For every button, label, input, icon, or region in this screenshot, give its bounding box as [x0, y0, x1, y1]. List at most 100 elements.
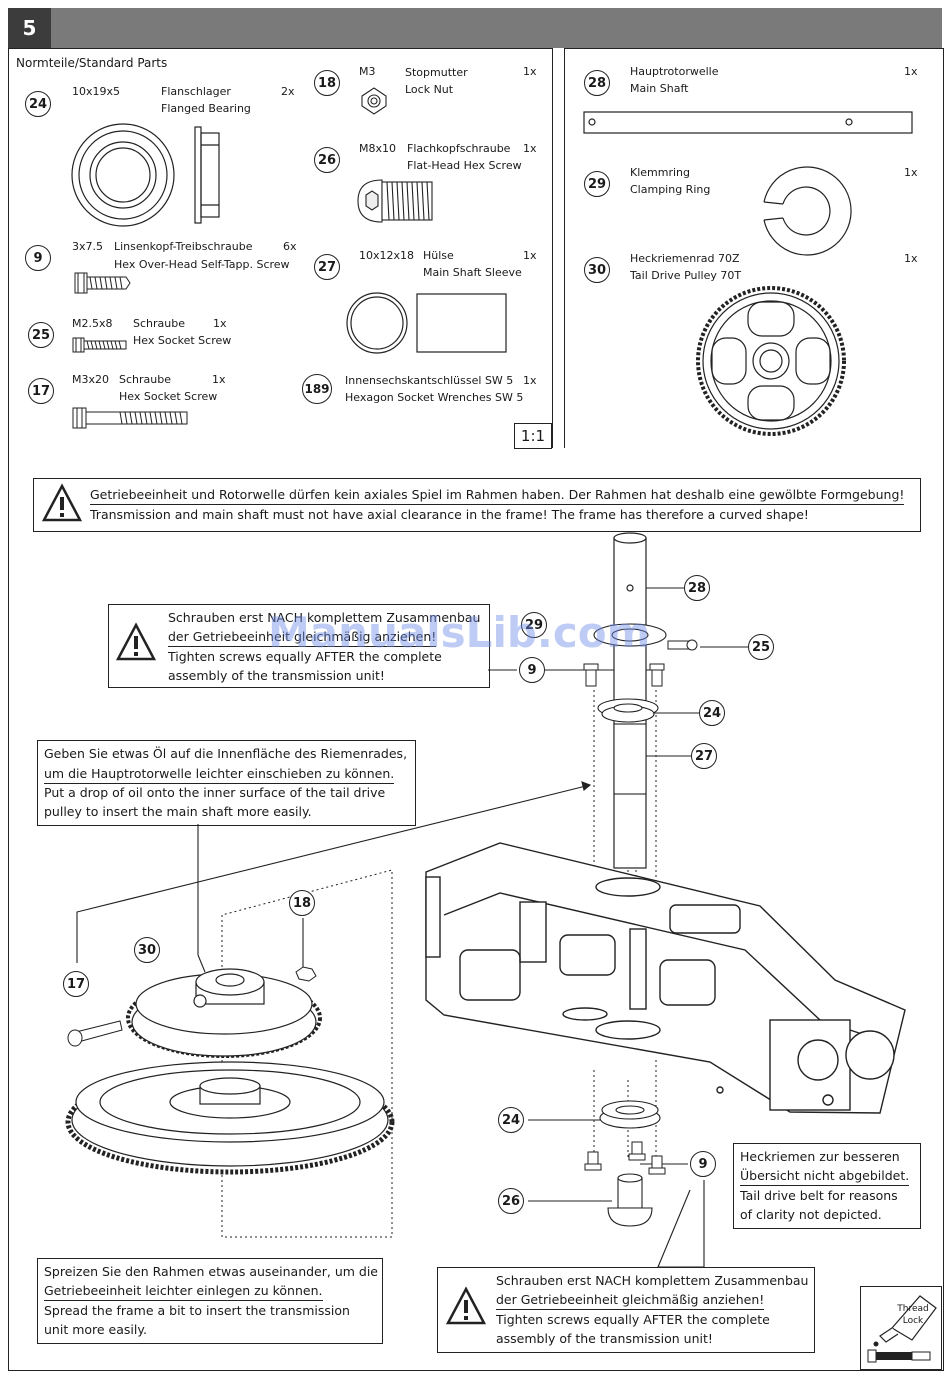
note-oil-de2: um die Hauptrotorwelle leichter einschie… — [44, 764, 395, 784]
sleeve-drawing — [346, 292, 507, 354]
part-qty: 1x — [904, 65, 918, 78]
step-number: 5 — [8, 8, 51, 48]
callout-18: 18 — [289, 890, 315, 916]
part-name-en: Clamping Ring — [630, 183, 711, 196]
callout-27: 27 — [691, 743, 717, 769]
warning-axial-de: Getriebeeinheit und Rotorwelle dürfen ke… — [90, 485, 905, 505]
warning-screws-1-en2: assembly of the transmission unit! — [168, 668, 385, 683]
part-number-25: 25 — [28, 322, 54, 348]
part-name-de: Hülse — [423, 249, 454, 262]
callout-29: 29 — [521, 612, 547, 638]
callout-24-top: 24 — [699, 700, 725, 726]
part-qty: 1x — [523, 374, 537, 387]
note-box-belt — [733, 1143, 921, 1229]
parts-heading: Normteile/Standard Parts — [16, 56, 168, 70]
warning-axial-en: Transmission and main shaft must not hav… — [90, 507, 809, 522]
part-name-en: Tail Drive Pulley 70T — [630, 269, 742, 282]
part-size: 3x7.5 — [72, 240, 104, 253]
part-name-de: Klemmring — [630, 166, 691, 179]
note-belt-en1: Tail drive belt for reasons — [740, 1188, 898, 1203]
part-name-en: Flat-Head Hex Screw — [407, 159, 522, 172]
warning-triangle-icon — [446, 1286, 486, 1325]
part-name-de: Stopmutter — [405, 66, 468, 79]
part-name-en: Hex Over-Head Self-Tapp. Screw — [114, 258, 290, 271]
warning-screws-2-en2: assembly of the transmission unit! — [496, 1331, 713, 1346]
part-qty: 6x — [283, 240, 297, 253]
warning-screws-2-de1: Schrauben erst NACH komplettem Zusammenb… — [496, 1273, 809, 1288]
callout-9-top: 9 — [519, 657, 545, 683]
thread-lock-label: Thread Lock — [897, 1304, 929, 1326]
main-gear-drawing — [65, 1061, 395, 1175]
callout-24-bottom: 24 — [498, 1107, 524, 1133]
warning-screws-2-de2: der Getriebeeinheit gleichmäßig anziehen… — [496, 1290, 765, 1310]
part-name-en: Hexagon Socket Wrenches SW 5 — [345, 391, 524, 404]
flat-head-screw-drawing — [357, 179, 433, 223]
part-name-de: Schraube — [119, 373, 171, 386]
part-qty: 2x — [281, 85, 295, 98]
part-name-de: Hauptrotorwelle — [630, 65, 719, 78]
lock-nut-drawing — [361, 87, 387, 115]
warning-box-axial — [33, 478, 921, 532]
self-tapping-screw-drawing — [74, 272, 131, 294]
part-size: M2.5x8 — [72, 317, 113, 330]
callout-17: 17 — [63, 971, 89, 997]
warning-triangle-icon — [116, 622, 156, 661]
note-box-frame — [37, 1258, 383, 1344]
part-qty: 1x — [523, 65, 537, 78]
part-number-26: 26 — [314, 147, 340, 173]
hex-socket-screw-m25-drawing — [72, 337, 127, 353]
part-number-17: 17 — [28, 378, 54, 404]
watermark: ManualsLib.com — [268, 608, 651, 657]
part-name-de: Heckriemenrad 70Z — [630, 252, 740, 265]
warning-screws-1-en1: Tighten screws equally AFTER the complet… — [168, 649, 442, 664]
part-size: 10x12x18 — [359, 249, 415, 262]
part-name-de: Flachkopfschraube — [407, 142, 511, 155]
part-name-en: Main Shaft — [630, 82, 689, 95]
part-qty: 1x — [213, 317, 227, 330]
callout-30: 30 — [134, 937, 160, 963]
part-number-9: 9 — [25, 245, 51, 271]
note-belt-de1: Heckriemen zur besseren — [740, 1149, 900, 1164]
part-name-de: Flanschlager — [161, 85, 231, 98]
part-name-en: Hex Socket Screw — [119, 390, 218, 403]
warning-triangle-icon — [42, 483, 82, 522]
part-name-en: Main Shaft Sleeve — [423, 266, 522, 279]
part-qty: 1x — [904, 166, 918, 179]
note-oil-en1: Put a drop of oil onto the inner surface… — [44, 785, 386, 800]
hex-socket-screw-m3-drawing — [72, 407, 188, 429]
part-number-30: 30 — [584, 257, 610, 283]
pulley-assembly — [126, 968, 322, 1058]
part-qty: 1x — [523, 142, 537, 155]
note-belt-en2: of clarity not depicted. — [740, 1207, 882, 1222]
part-size: M8x10 — [359, 142, 396, 155]
note-frame-de2: Getriebeeinheit leichter einlegen zu kön… — [44, 1281, 323, 1301]
tail-drive-pulley-drawing — [696, 286, 846, 436]
part-name-en: Hex Socket Screw — [133, 334, 232, 347]
part-number-189: 189 — [302, 374, 332, 404]
part-name-de: Schraube — [133, 317, 185, 330]
part-number-18: 18 — [314, 70, 340, 96]
part-qty: 1x — [523, 249, 537, 262]
note-frame-de1: Spreizen Sie den Rahmen etwas auseinande… — [44, 1264, 378, 1279]
callout-9-bottom: 9 — [690, 1151, 716, 1177]
note-frame-en2: unit more easily. — [44, 1322, 147, 1337]
callout-26: 26 — [498, 1188, 524, 1214]
warning-screws-2-en1: Tighten screws equally AFTER the complet… — [496, 1312, 770, 1327]
note-oil-en2: pulley to insert the main shaft more eas… — [44, 804, 312, 819]
main-frame-drawing — [425, 842, 906, 1114]
callout-25: 25 — [748, 634, 774, 660]
warning-screws-1-de1: Schrauben erst NACH komplettem Zusammenb… — [168, 610, 481, 625]
callout-28: 28 — [684, 575, 710, 601]
scale-label: 1:1 — [514, 423, 552, 449]
part-number-24: 24 — [25, 91, 51, 117]
flanged-bearing-side-drawing — [194, 126, 220, 224]
note-oil-de1: Geben Sie etwas Öl auf die Innenfläche d… — [44, 746, 408, 761]
warning-box-screws-2 — [437, 1267, 815, 1353]
warning-screws-1-de2: der Getriebeeinheit gleichmäßig anziehen… — [168, 627, 437, 647]
clamping-ring-drawing — [763, 166, 852, 256]
part-size: M3x20 — [72, 373, 109, 386]
step-header-bar — [8, 8, 942, 48]
note-frame-en1: Spread the frame a bit to insert the tra… — [44, 1303, 350, 1318]
